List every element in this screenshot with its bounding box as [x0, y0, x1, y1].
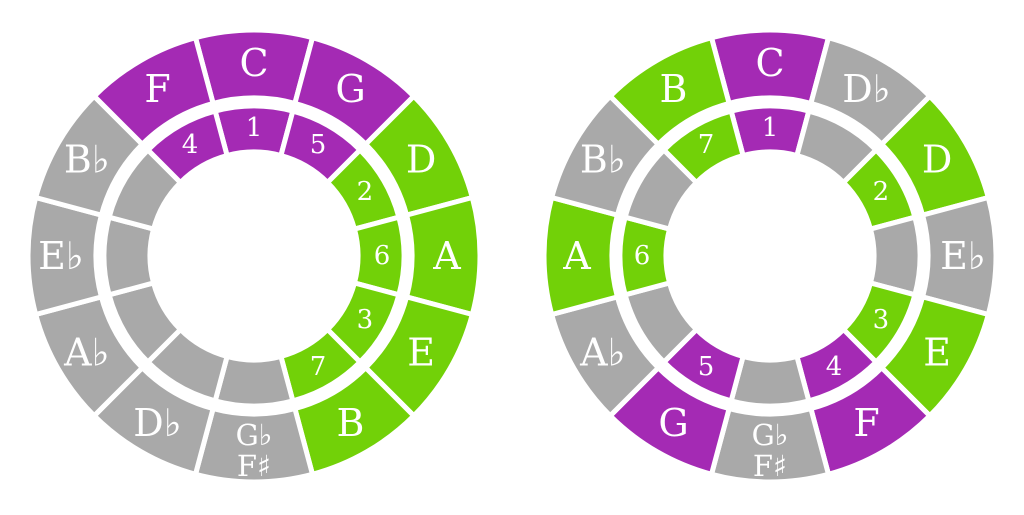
right-degree-label-5: 5 — [698, 352, 715, 382]
left-outer-label-db: D♭ — [133, 401, 181, 445]
right-inner-segment-b — [660, 108, 747, 186]
right-outer-label-g: G — [658, 401, 688, 445]
left-outer-label-fs: F♯ — [237, 449, 271, 483]
right-outer-label-fs: F♯ — [753, 449, 787, 483]
left-degree-label-2: 2 — [357, 177, 374, 207]
left-degree-label-5: 5 — [310, 130, 327, 160]
left-outer-label-a: A — [432, 234, 461, 278]
right-ring-separator — [612, 98, 928, 414]
left-degree-label-3: 3 — [357, 305, 374, 335]
right-outer-label-ab: A♭ — [579, 331, 625, 375]
right-degree-label-6: 6 — [634, 241, 651, 271]
left-degree-label-7: 7 — [310, 352, 327, 382]
right-outer-label-gb: G♭ — [752, 418, 789, 452]
left-degree-label-4: 4 — [182, 130, 199, 160]
right-degree-label-4: 4 — [826, 352, 843, 382]
left-outer-label-eb: E♭ — [38, 234, 84, 278]
left-outer-label-bb: B♭ — [64, 138, 110, 182]
right-outer-label-db: D♭ — [842, 67, 890, 111]
left-outer-label-f: F — [144, 67, 170, 111]
right-degree-label-1: 1 — [762, 113, 779, 143]
right-outer-label-f: F — [853, 401, 879, 445]
right-degree-label-7: 7 — [698, 130, 715, 160]
left-outer-label-g: G — [335, 67, 365, 111]
left-degree-label-6: 6 — [374, 241, 391, 271]
left-degree-label-1: 1 — [246, 113, 263, 143]
right-outer-label-a: A — [562, 234, 591, 278]
left-outer-label-e: E — [407, 331, 435, 375]
right-degree-label-3: 3 — [873, 305, 890, 335]
right-outer-label-e: E — [923, 331, 951, 375]
left-outer-label-c: C — [239, 41, 268, 85]
left-outer-label-b: B — [337, 401, 365, 445]
left-ring-separator — [96, 98, 412, 414]
right-outer-label-bb: B♭ — [580, 138, 626, 182]
right-outer-label-d: D — [922, 138, 952, 182]
left-outer-label-d: D — [406, 138, 436, 182]
left-outer-label-gb: G♭ — [236, 418, 273, 452]
right-outer-segment-b — [606, 34, 733, 148]
right-degree-label-2: 2 — [873, 177, 890, 207]
right-outer-label-eb: E♭ — [940, 234, 986, 278]
left-outer-label-ab: A♭ — [63, 331, 109, 375]
left-inner-segment-f — [144, 108, 231, 186]
right-outer-label-c: C — [755, 41, 784, 85]
right-outer-label-b: B — [660, 67, 688, 111]
left-outer-segment-f — [90, 34, 217, 148]
